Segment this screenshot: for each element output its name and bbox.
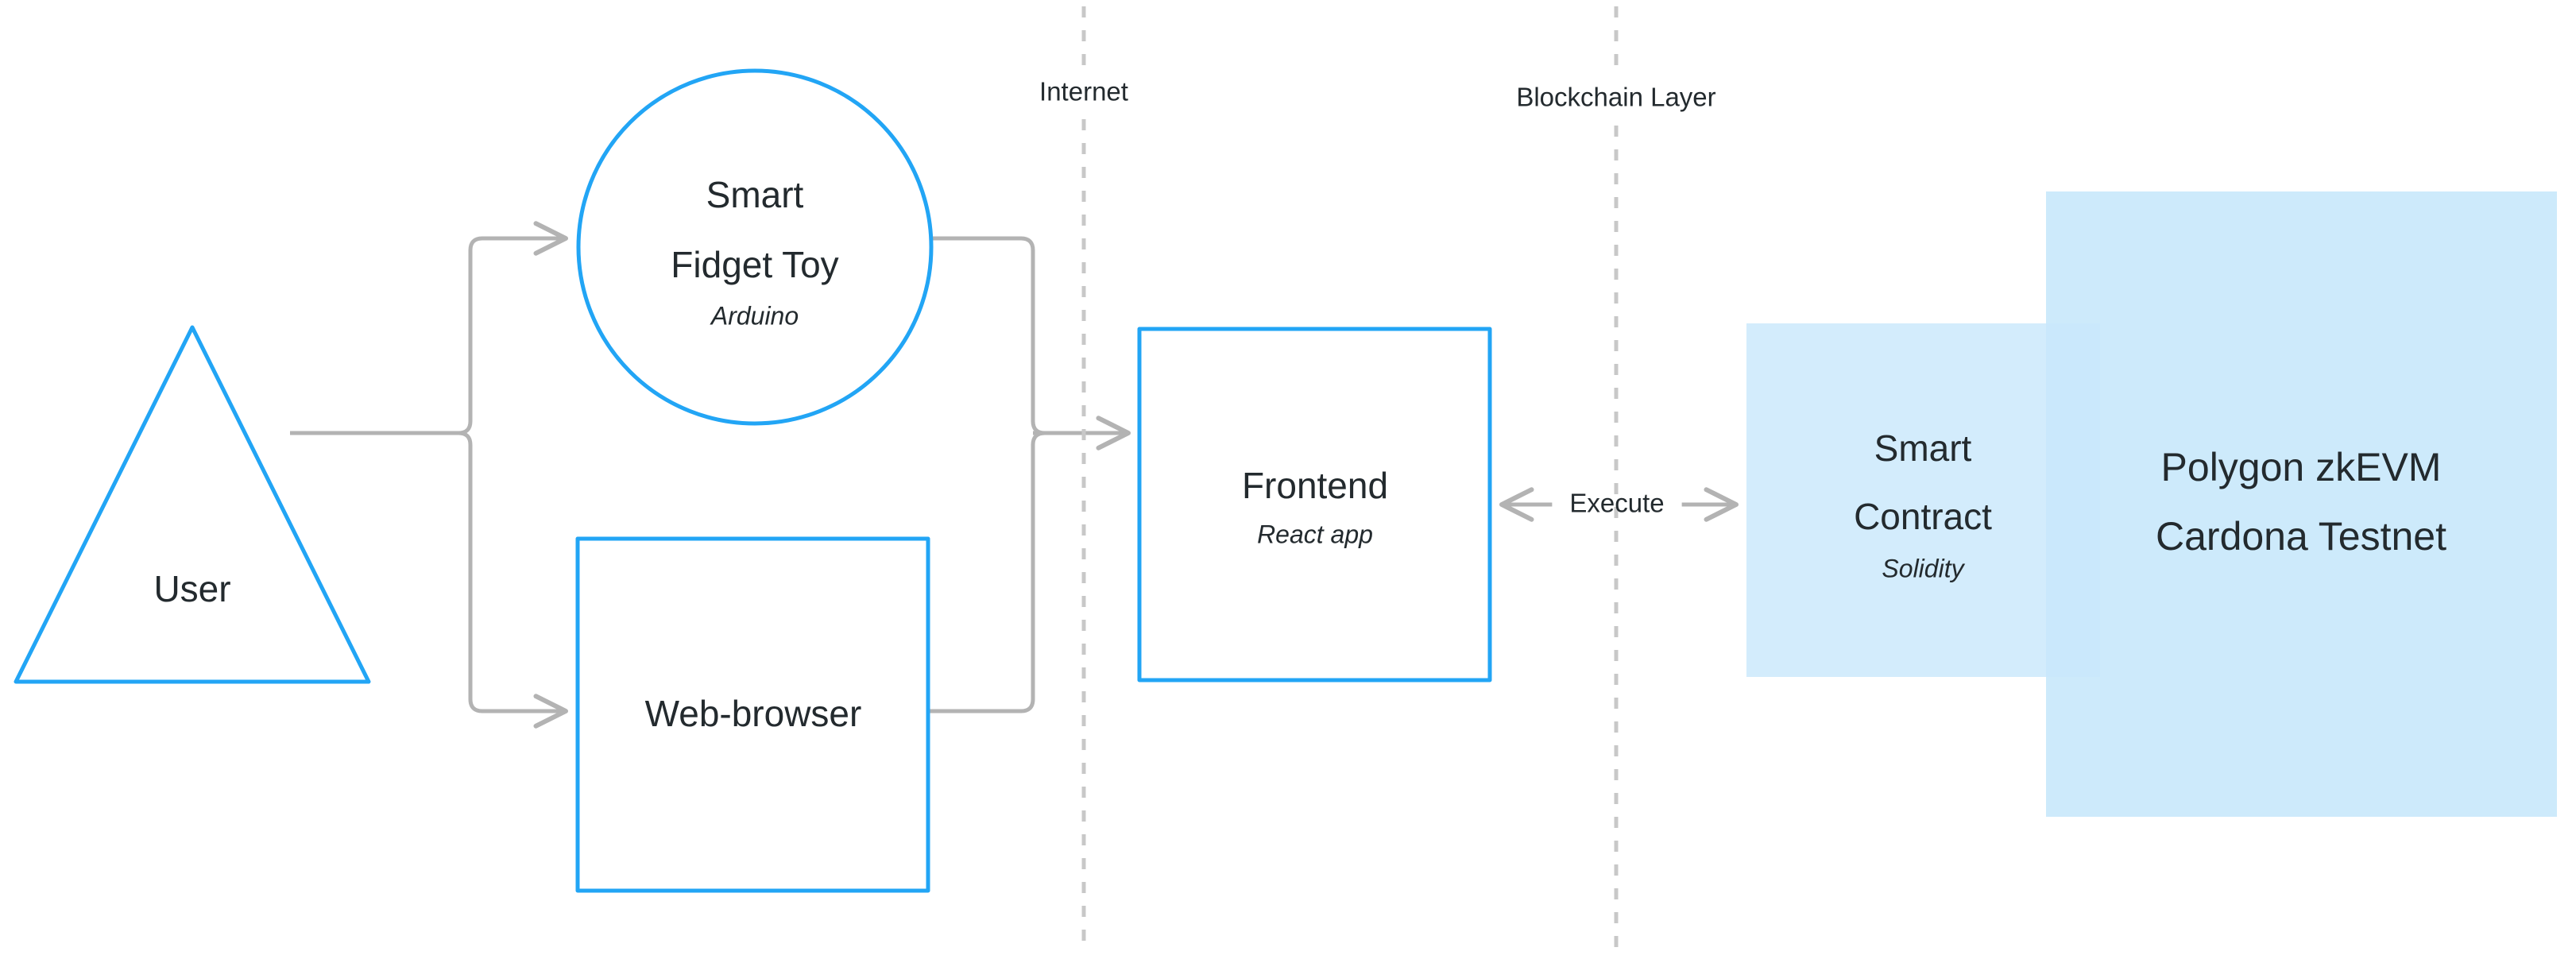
- node-web-browser[interactable]: Web-browser: [575, 536, 930, 893]
- connector-web-browser-to-frontend: [928, 431, 1046, 713]
- polygon-zkevm-label-line2: Cardona Testnet: [2156, 514, 2446, 559]
- node-smart-fidget-toy[interactable]: Smart Fidget Toy Arduino: [576, 68, 934, 426]
- divider-label-blockchain-layer: Blockchain Layer: [1516, 83, 1715, 112]
- connector-smart-fidget-toy-to-frontend: [931, 236, 1046, 435]
- connector-user-to-web-browser: [458, 431, 568, 729]
- smart-fidget-toy-label-line2: Fidget Toy: [671, 244, 838, 285]
- node-polygon-zkevm[interactable]: Polygon zkEVM Cardona Testnet: [2046, 191, 2557, 817]
- node-smart-contract[interactable]: Smart Contract Solidity: [1746, 323, 2100, 677]
- edge-label-execute-group: Execute: [1569, 489, 1664, 518]
- smart-contract-label-line2: Contract: [1854, 496, 1992, 537]
- web-browser-rect[interactable]: [575, 536, 930, 893]
- divider-label-internet: Internet: [1039, 77, 1128, 106]
- smart-fidget-toy-circle[interactable]: [576, 68, 934, 426]
- user-label: User: [153, 568, 230, 609]
- node-frontend[interactable]: Frontend React app: [1137, 327, 1492, 683]
- divider-group: Internet Blockchain Layer: [1039, 6, 1716, 953]
- frontend-label: Frontend: [1242, 465, 1388, 506]
- smart-fidget-toy-label-line1: Smart: [706, 174, 804, 215]
- smart-contract-label-line1: Smart: [1874, 427, 1972, 469]
- smart-contract-rect[interactable]: [1746, 323, 2100, 677]
- connector-user-to-smart-fidget-toy: [458, 221, 568, 435]
- edge-label-execute: Execute: [1569, 489, 1664, 518]
- frontend-sublabel: React app: [1257, 520, 1373, 548]
- polygon-zkevm-rect[interactable]: [2046, 191, 2557, 817]
- connector-group: [290, 221, 1739, 729]
- smart-fidget-toy-sublabel: Arduino: [710, 301, 799, 330]
- user-triangle[interactable]: [14, 325, 371, 684]
- smart-contract-sublabel: Solidity: [1882, 554, 1965, 582]
- web-browser-label: Web-browser: [645, 693, 862, 734]
- polygon-zkevm-label-line1: Polygon zkEVM: [2161, 445, 2442, 489]
- node-user[interactable]: User: [14, 325, 371, 684]
- frontend-rect[interactable]: [1137, 327, 1492, 683]
